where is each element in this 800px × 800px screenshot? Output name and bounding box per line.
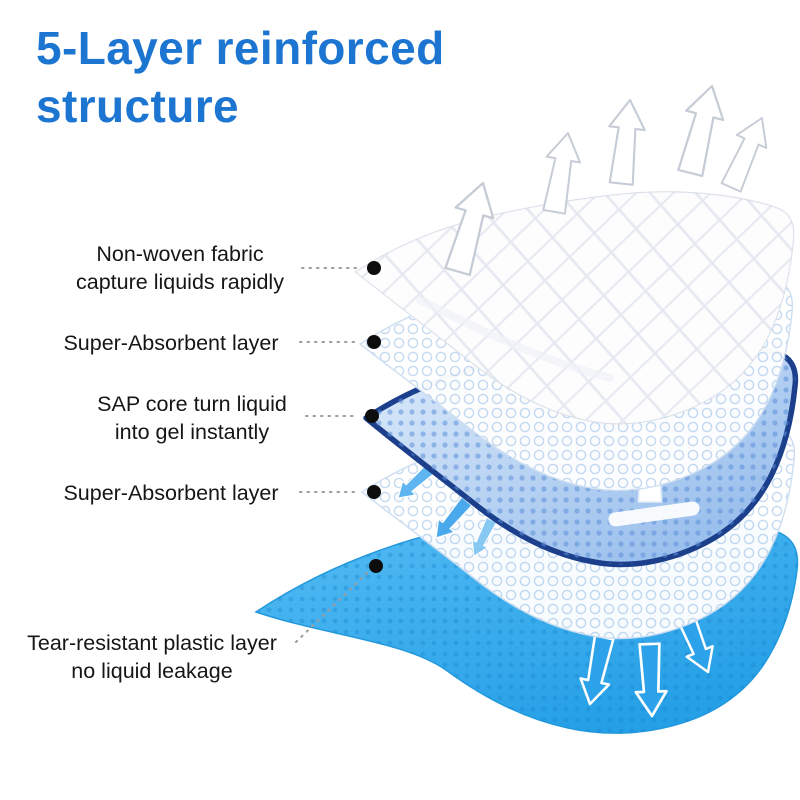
page-title: 5-Layer reinforced structure [36, 22, 445, 132]
label-non-woven-fabric: Non-woven fabric capture liquids rapidly [76, 242, 284, 295]
label-sap-core: SAP core turn liquid into gel instantly [97, 392, 287, 445]
label-super-absorbent-upper: Super-Absorbent layer [63, 331, 279, 355]
label-super-absorbent-lower: Super-Absorbent layer [63, 481, 279, 505]
layer-dots [365, 261, 383, 573]
core-slot [608, 501, 700, 527]
leader-lines [295, 267, 369, 643]
label-tear-resistant-plastic: Tear-resistant plastic layer no liquid l… [27, 631, 277, 684]
